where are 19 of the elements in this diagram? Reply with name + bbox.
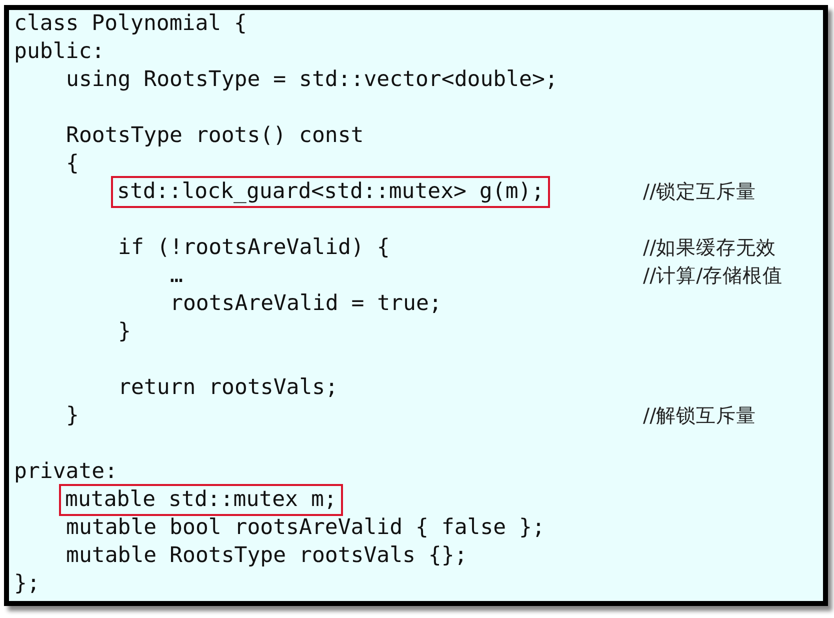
code-line: return rootsVals; xyxy=(118,374,338,402)
code-line: } xyxy=(66,402,79,430)
code-line: mutable RootsType rootsVals {}; xyxy=(66,542,468,570)
code-line: public: xyxy=(14,38,105,66)
code-comment: //如果缓存无效 xyxy=(643,235,776,261)
code-comment: //解锁互斥量 xyxy=(643,403,756,429)
code-line: private: xyxy=(14,458,118,486)
code-line: { xyxy=(66,150,79,178)
code-line: class Polynomial { xyxy=(14,10,247,38)
code-line: rootsAreValid = true; xyxy=(170,290,442,318)
code-comment: //计算/存储根值 xyxy=(643,263,783,289)
code-line: } xyxy=(118,318,131,346)
code-line: mutable bool rootsAreValid { false }; xyxy=(66,514,545,542)
code-line: }; xyxy=(14,570,40,598)
code-line: using RootsType = std::vector<double>; xyxy=(66,66,558,94)
code-comment: //锁定互斥量 xyxy=(643,179,756,205)
code-line: … xyxy=(170,262,183,290)
code-line: if (!rootsAreValid) { xyxy=(118,234,390,262)
code-line: RootsType roots() const xyxy=(66,122,364,150)
